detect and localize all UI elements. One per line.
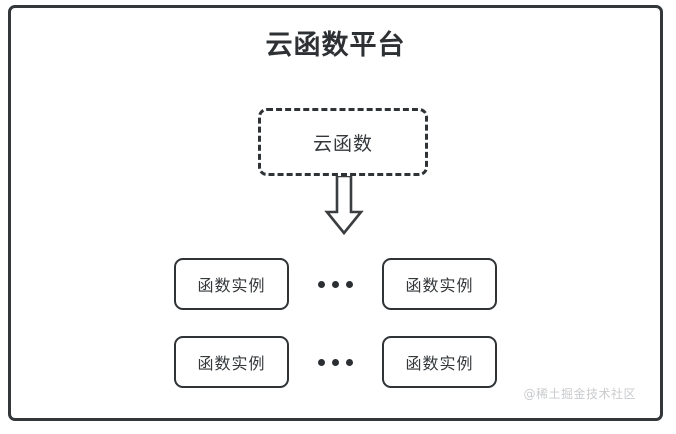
- ellipsis-dot: [332, 280, 339, 288]
- down-block-arrow-icon: [324, 174, 364, 238]
- cloud-function-node: 云函数: [258, 108, 428, 176]
- cloud-function-platform-container: 云函数平台 云函数 函数实例 函数实例 函数实例: [8, 5, 663, 421]
- function-instance-node: 函数实例: [382, 336, 497, 388]
- ellipsis-dot: [346, 358, 353, 366]
- instance-row: 函数实例 函数实例: [11, 258, 660, 310]
- cloud-function-label: 云函数: [312, 132, 373, 155]
- ellipsis-dot: [318, 358, 325, 366]
- function-instance-label: 函数实例: [405, 276, 474, 295]
- function-instance-label: 函数实例: [405, 354, 474, 373]
- ellipsis-dot: [318, 280, 325, 288]
- ellipsis-icon: [289, 280, 382, 288]
- instance-row: 函数实例 函数实例: [11, 336, 660, 388]
- function-instance-node: 函数实例: [174, 336, 289, 388]
- function-instance-label: 函数实例: [197, 354, 266, 373]
- function-instance-node: 函数实例: [174, 258, 289, 310]
- ellipsis-icon: [289, 358, 382, 366]
- ellipsis-dot: [346, 280, 353, 288]
- ellipsis-dot: [332, 358, 339, 366]
- function-instance-node: 函数实例: [382, 258, 497, 310]
- function-instance-label: 函数实例: [197, 276, 266, 295]
- page-title: 云函数平台: [265, 30, 406, 61]
- watermark: @稀土掘金技术社区: [523, 387, 636, 401]
